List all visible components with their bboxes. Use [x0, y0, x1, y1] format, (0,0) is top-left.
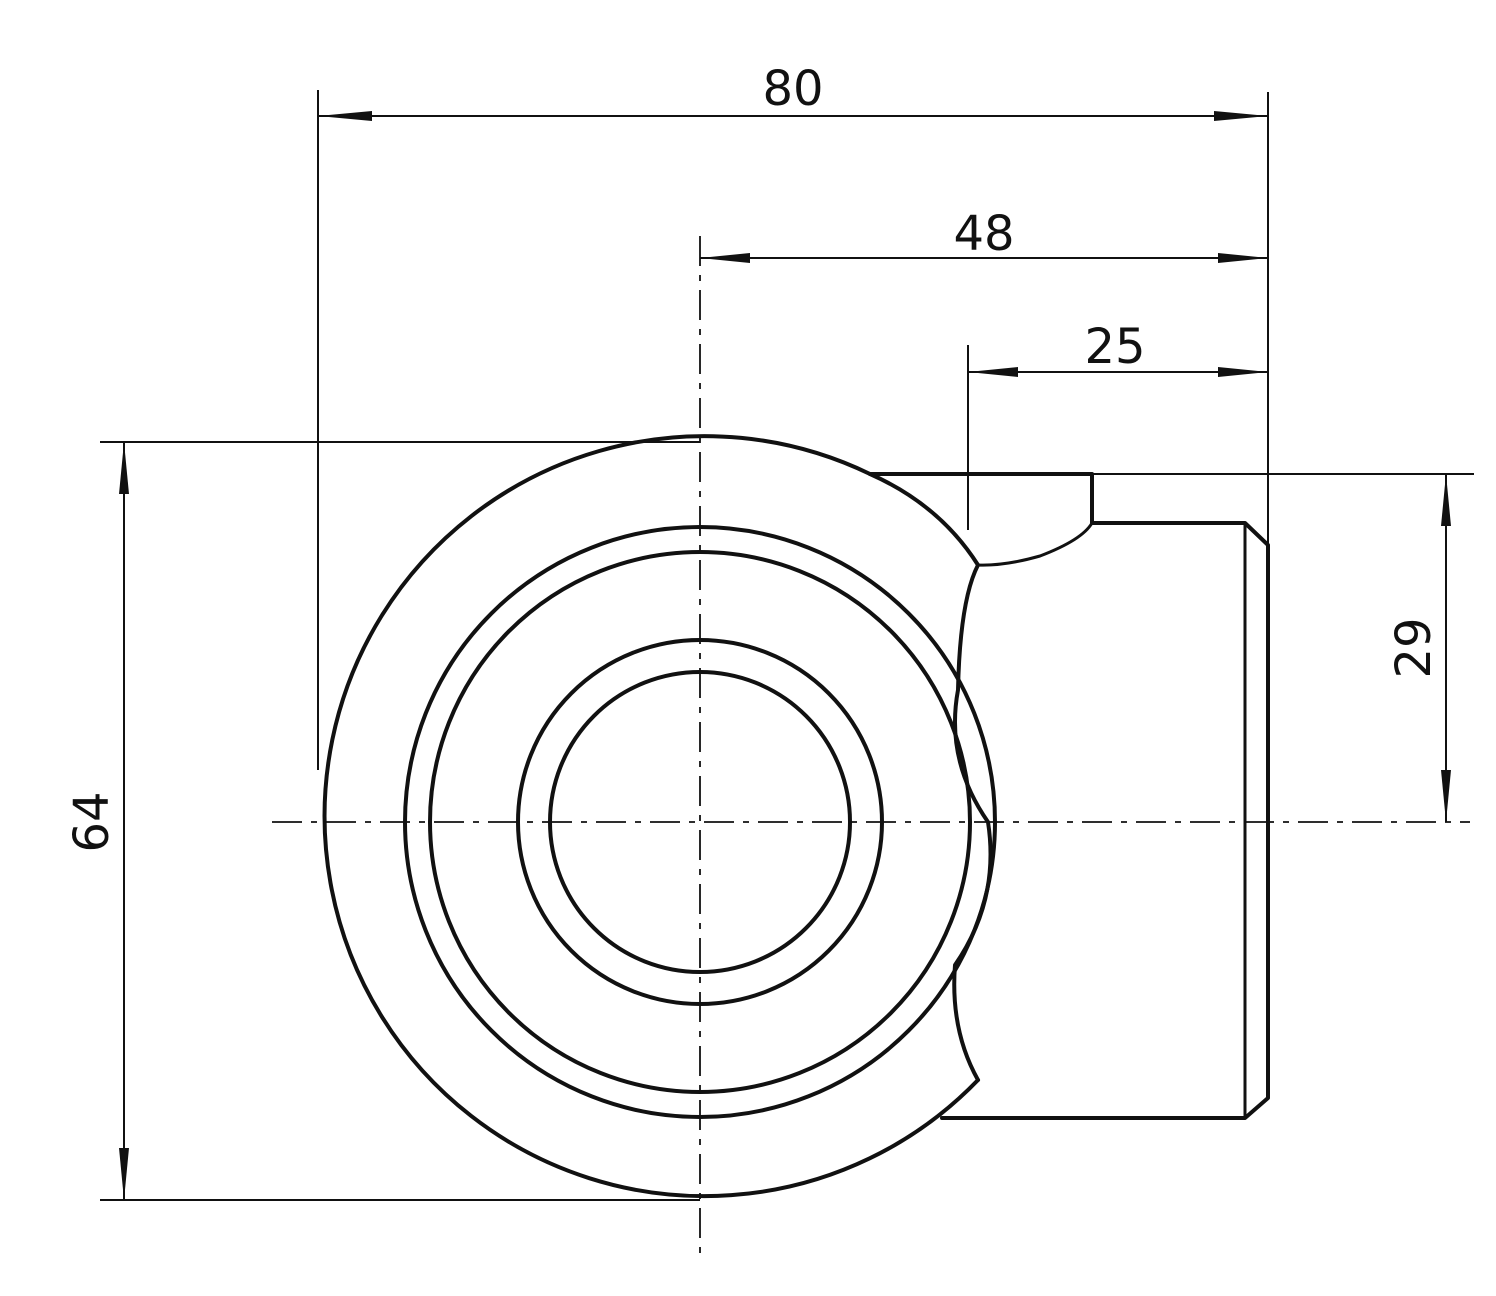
- arrow-29-bottom: [1441, 770, 1451, 822]
- dim-label-48: 48: [953, 206, 1014, 262]
- arrow-48-left: [700, 253, 750, 263]
- arrow-25-left: [968, 367, 1018, 377]
- boss-outline: [868, 472, 1270, 1120]
- dim-label-29: 29: [1386, 617, 1442, 678]
- arrow-80-right: [1214, 111, 1268, 121]
- ring-outer-1: [403, 525, 997, 1119]
- outer-body-arc: [322, 434, 980, 1199]
- centerlines: [272, 236, 1470, 1258]
- arrow-48-right: [1218, 253, 1268, 263]
- dim-label-64: 64: [64, 791, 120, 852]
- part-outline: [322, 434, 1270, 1199]
- dimension-25: 25: [968, 319, 1268, 377]
- dimension-80: 80: [318, 61, 1268, 121]
- ring-inner-1: [516, 638, 884, 1006]
- arrow-29-top: [1441, 474, 1451, 526]
- dimension-64: 64: [64, 442, 129, 1200]
- arrow-64-bottom: [119, 1148, 129, 1200]
- ring-outer-2: [428, 550, 972, 1094]
- dim-label-80: 80: [762, 61, 823, 117]
- arrow-64-top: [119, 442, 129, 494]
- notch-curve: [868, 472, 993, 1082]
- bore: [548, 670, 852, 974]
- extension-lines: [100, 90, 1474, 1201]
- dimension-29: 29: [1386, 474, 1451, 822]
- dim-label-25: 25: [1084, 319, 1145, 375]
- boss-fillet: [977, 522, 1094, 567]
- arrow-25-right: [1218, 367, 1268, 377]
- dimension-48: 48: [700, 206, 1268, 263]
- arrow-80-left: [318, 111, 372, 121]
